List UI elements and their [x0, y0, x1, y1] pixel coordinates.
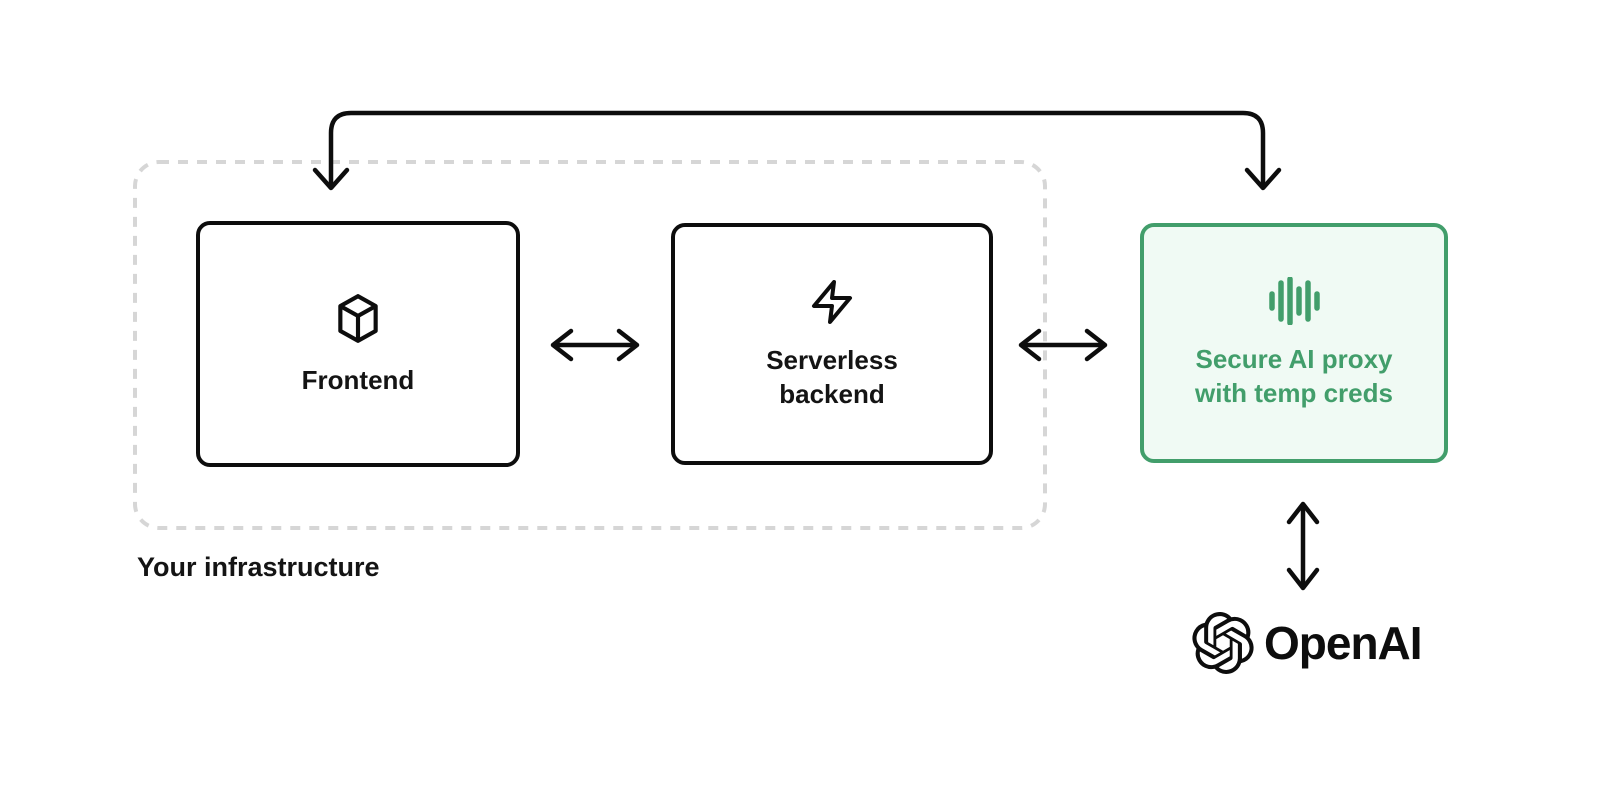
openai-mark-icon — [1192, 612, 1254, 674]
secure-proxy-label: Secure AI proxy with temp creds — [1195, 343, 1393, 408]
openai-wordmark: OpenAI — [1264, 617, 1423, 669]
serverless-backend-label: Serverless backend — [766, 344, 898, 409]
lightning-icon — [812, 279, 852, 324]
cube-icon — [338, 293, 378, 343]
frontend-proxy-elbow-arrow — [312, 110, 1282, 191]
waveform-icon — [1269, 276, 1320, 325]
frontend-backend-arrow — [550, 328, 640, 362]
frontend-node: Frontend — [196, 221, 520, 467]
frontend-label: Frontend — [301, 364, 415, 395]
openai-logo: OpenAI — [1192, 612, 1423, 674]
proxy-openai-arrow — [1286, 501, 1320, 591]
secure-proxy-node: Secure AI proxy with temp creds — [1140, 223, 1448, 463]
serverless-backend-node: Serverless backend — [671, 223, 993, 465]
your-infrastructure-label: Your infrastructure — [137, 552, 380, 582]
backend-proxy-arrow — [1018, 328, 1108, 362]
